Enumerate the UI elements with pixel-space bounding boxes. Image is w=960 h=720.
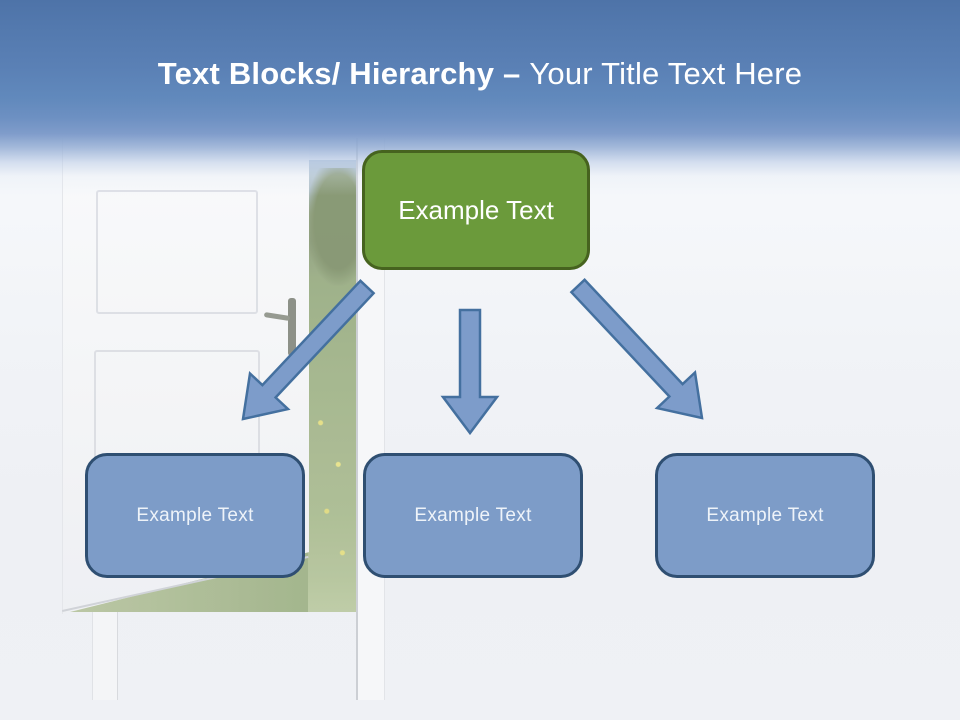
slide-title-primary: Text Blocks/ Hierarchy –: [157, 56, 521, 91]
child-node-label: Example Text: [136, 504, 254, 526]
hierarchy-child-node-3: Example Text: [655, 453, 875, 578]
child-node-label: Example Text: [414, 504, 532, 526]
root-node-label: Example Text: [398, 194, 554, 225]
hierarchy-child-node-1: Example Text: [85, 453, 305, 578]
hierarchy-child-node-2: Example Text: [363, 453, 583, 578]
connector-arrow-middle: [440, 308, 500, 436]
connector-arrow-right: [569, 278, 704, 420]
meadow-flowers: [306, 350, 358, 610]
hierarchy-root-node: Example Text: [362, 150, 590, 270]
slide-title-secondary: Your Title Text Here: [529, 56, 803, 91]
door-handle-plate: [288, 298, 296, 356]
connector-arrow-left: [241, 279, 376, 421]
slide-title: Text Blocks/ Hierarchy –Your Title Text …: [0, 56, 960, 92]
child-node-label: Example Text: [706, 504, 824, 526]
